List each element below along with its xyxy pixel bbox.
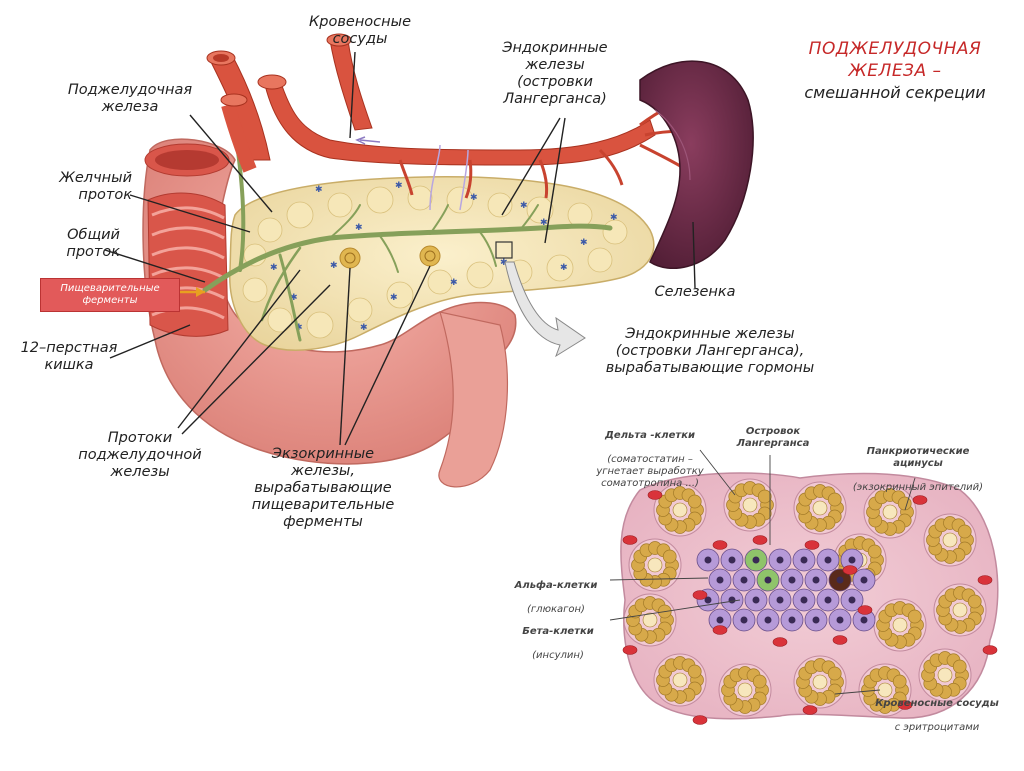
label-beta-cells: Бета-клетки (инсулин) <box>510 614 606 662</box>
svg-text:✱: ✱ <box>315 185 323 195</box>
label-alpha-cells: Альфа-клетки (глюкагон) <box>506 568 606 616</box>
svg-text:✱: ✱ <box>520 201 528 211</box>
label-delta-cells: Дельта -клетки (соматостатин – угнетает … <box>580 418 720 490</box>
erythrocyte <box>622 645 638 655</box>
label-islet: Островок Лангерганса <box>736 426 810 449</box>
acinus <box>863 485 917 539</box>
enzyme-arrow <box>180 287 205 297</box>
acinus <box>723 478 777 532</box>
erythrocytes <box>622 490 998 725</box>
label-common-duct: Общий проток <box>66 227 120 260</box>
erythrocyte <box>832 635 848 645</box>
blood-vessels <box>206 33 706 211</box>
label-duodenum: 12–перстная кишка <box>20 340 118 373</box>
label-endocrine-glands: Эндокринные железы (островки Лангерганса… <box>502 40 608 107</box>
svg-text:✱: ✱ <box>450 278 458 288</box>
erythrocyte <box>842 565 858 575</box>
label-detail-vessels: Кровеносные сосуды с эритроцитами <box>862 686 1012 734</box>
erythrocyte <box>692 715 708 725</box>
erythrocyte <box>712 540 728 550</box>
svg-text:✱: ✱ <box>390 293 398 303</box>
acinus <box>623 593 677 647</box>
acinus <box>923 513 977 567</box>
beta-note: (инсулин) <box>532 650 584 661</box>
label-spleen: Селезенка <box>654 284 736 300</box>
label-bile-duct: Желчный проток <box>59 170 132 203</box>
title-line-2: ЖЕЛЕЗА – <box>848 61 942 81</box>
label-pancreatic-ducts: Протоки поджелудочной железы <box>78 430 202 480</box>
acinus <box>793 655 847 709</box>
erythrocyte <box>982 645 998 655</box>
digestive-enzymes-box: Пищеварительные ферменты <box>40 278 180 312</box>
svg-text:✱: ✱ <box>270 263 278 273</box>
zoom-box <box>495 241 513 259</box>
erythrocyte <box>897 700 913 710</box>
zoom-arrow <box>504 261 586 358</box>
pointer-lines <box>104 51 696 446</box>
svg-text:✱: ✱ <box>610 213 618 223</box>
svg-text:✱: ✱ <box>290 293 298 303</box>
vessels-note: с эритроцитами <box>894 722 980 733</box>
delta-note: (соматостатин – угнетает выработку сомат… <box>596 454 704 489</box>
erythrocyte <box>647 490 663 500</box>
erythrocyte <box>752 535 768 545</box>
pancreatic-ducts <box>202 108 613 342</box>
svg-text:✱: ✱ <box>355 223 363 233</box>
acinus <box>628 538 682 592</box>
alpha-note: (глюкагон) <box>527 604 585 615</box>
erythrocyte <box>772 637 788 647</box>
delta-title: Дельта -клетки <box>605 430 695 441</box>
label-acini: Панкриотические ацинусы (экзокринный эпи… <box>838 434 998 494</box>
islet-detail <box>609 449 999 725</box>
acini-note: (экзокринный эпителий) <box>852 482 984 493</box>
svg-text:✱: ✱ <box>540 218 548 228</box>
acinus <box>918 648 972 702</box>
acinus <box>933 583 987 637</box>
acinus <box>858 663 912 717</box>
beta-title: Бета-клетки <box>522 626 594 637</box>
acinus <box>793 481 847 535</box>
svg-text:✱: ✱ <box>360 323 368 333</box>
acini-title: Панкриотические ацинусы <box>866 446 970 469</box>
svg-text:✱: ✱ <box>295 323 303 333</box>
svg-text:✱: ✱ <box>330 261 338 271</box>
title-line-3: смешанной секреции <box>804 83 986 102</box>
svg-text:✱: ✱ <box>580 238 588 248</box>
acinus <box>718 663 772 717</box>
erythrocyte <box>622 535 638 545</box>
erythrocyte <box>977 575 993 585</box>
svg-text:✱: ✱ <box>395 181 403 191</box>
erythrocyte <box>692 590 708 600</box>
erythrocyte <box>712 625 728 635</box>
svg-text:✱: ✱ <box>560 263 568 273</box>
title-line-1: ПОДЖЕЛУДОЧНАЯ <box>808 39 982 59</box>
label-pancreas: Поджелудочная железа <box>67 82 193 115</box>
alpha-title: Альфа-клетки <box>514 580 598 591</box>
label-exocrine-glands: Экзокринные железы, вырабатывающие пищев… <box>251 446 395 530</box>
pancreas-body: ✱✱✱ ✱✱✱ ✱✱✱ ✱✱✱ ✱✱✱ ✱✱✱ <box>229 175 655 351</box>
erythrocyte <box>804 540 820 550</box>
acinus <box>653 653 707 707</box>
svg-text:✱: ✱ <box>500 258 508 268</box>
spleen <box>639 60 754 270</box>
label-blood-vessels: Кровеносные сосуды <box>308 14 411 47</box>
diagram-title: ПОДЖЕЛУДОЧНАЯ ЖЕЛЕЗА – смешанной секреци… <box>770 38 1020 104</box>
label-endocrine-hormones: Эндокринные железы (островки Лангерганса… <box>605 326 815 376</box>
acinus <box>873 598 927 652</box>
vessels-title: Кровеносные сосуды <box>875 698 999 709</box>
erythrocyte <box>857 605 873 615</box>
erythrocyte <box>912 495 928 505</box>
svg-text:✱: ✱ <box>470 193 478 203</box>
acini-group <box>623 478 987 717</box>
acinus <box>653 483 707 537</box>
erythrocyte <box>802 705 818 715</box>
